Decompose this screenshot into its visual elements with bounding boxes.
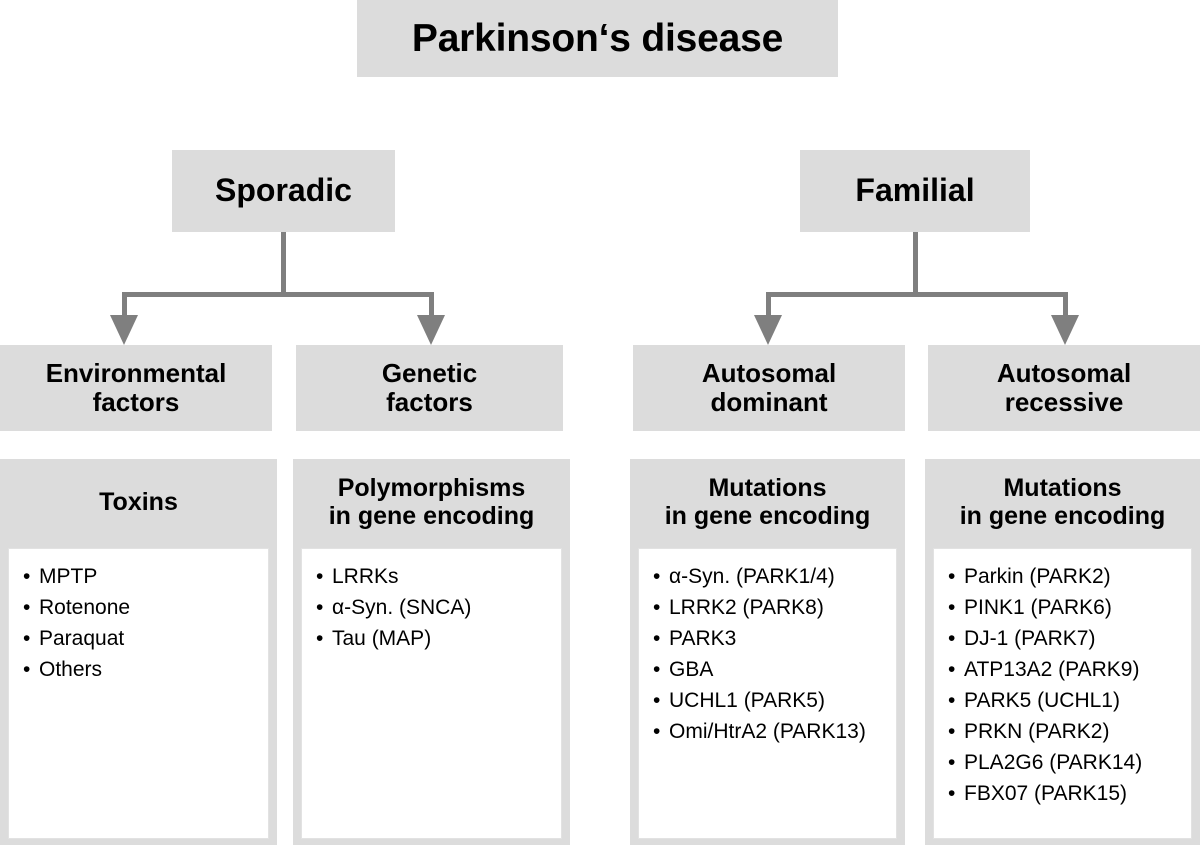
page-title: Parkinson‘s disease (357, 0, 838, 77)
node-sporadic: Sporadic (172, 150, 395, 232)
arrowhead-genetic (417, 315, 445, 345)
list-item: Omi/HtrA2 (PARK13) (653, 716, 886, 747)
connector-drop-right (1063, 292, 1068, 319)
panel-list: α-Syn. (PARK1/4)LRRK2 (PARK8)PARK3GBAUCH… (653, 561, 886, 747)
list-item: Paraquat (23, 623, 258, 654)
list-item: LRRKs (316, 561, 551, 592)
panel-body: MPTPRotenoneParaquatOthers (8, 548, 269, 839)
panel-list: LRRKsα-Syn. (SNCA)Tau (MAP) (316, 561, 551, 654)
list-item: LRRK2 (PARK8) (653, 592, 886, 623)
list-item: UCHL1 (PARK5) (653, 685, 886, 716)
list-item: PARK5 (UCHL1) (948, 685, 1181, 716)
list-item: MPTP (23, 561, 258, 592)
list-item: Tau (MAP) (316, 623, 551, 654)
connector-drop-left (122, 292, 127, 319)
list-item: PARK3 (653, 623, 886, 654)
list-item: ATP13A2 (PARK9) (948, 654, 1181, 685)
arrowhead-environmental (110, 315, 138, 345)
panel-body: LRRKsα-Syn. (SNCA)Tau (MAP) (301, 548, 562, 839)
arrowhead-autosomal-dominant (754, 315, 782, 345)
connector-stem (913, 232, 918, 295)
list-item: PLA2G6 (PARK14) (948, 747, 1181, 778)
panel-body: Parkin (PARK2)PINK1 (PARK6)DJ-1 (PARK7)A… (933, 548, 1192, 839)
list-item: Others (23, 654, 258, 685)
list-item: α-Syn. (PARK1/4) (653, 561, 886, 592)
connector-bar (766, 292, 1068, 297)
node-familial: Familial (800, 150, 1030, 232)
connector-stem (281, 232, 286, 295)
connector-drop-left (766, 292, 771, 319)
list-item: PRKN (PARK2) (948, 716, 1181, 747)
connector-bar (122, 292, 434, 297)
list-item: Rotenone (23, 592, 258, 623)
arrowhead-autosomal-recessive (1051, 315, 1079, 345)
panel-toxins: Toxins MPTPRotenoneParaquatOthers (0, 459, 277, 845)
connector-drop-right (429, 292, 434, 319)
list-item: GBA (653, 654, 886, 685)
list-item: PINK1 (PARK6) (948, 592, 1181, 623)
panel-header: Toxins (99, 487, 178, 516)
list-item: α-Syn. (SNCA) (316, 592, 551, 623)
panel-list: MPTPRotenoneParaquatOthers (23, 561, 258, 685)
list-item: FBX07 (PARK15) (948, 778, 1181, 809)
panel-list: Parkin (PARK2)PINK1 (PARK6)DJ-1 (PARK7)A… (948, 561, 1181, 809)
list-item: DJ-1 (PARK7) (948, 623, 1181, 654)
panel-body: α-Syn. (PARK1/4)LRRK2 (PARK8)PARK3GBAUCH… (638, 548, 897, 839)
list-item: Parkin (PARK2) (948, 561, 1181, 592)
